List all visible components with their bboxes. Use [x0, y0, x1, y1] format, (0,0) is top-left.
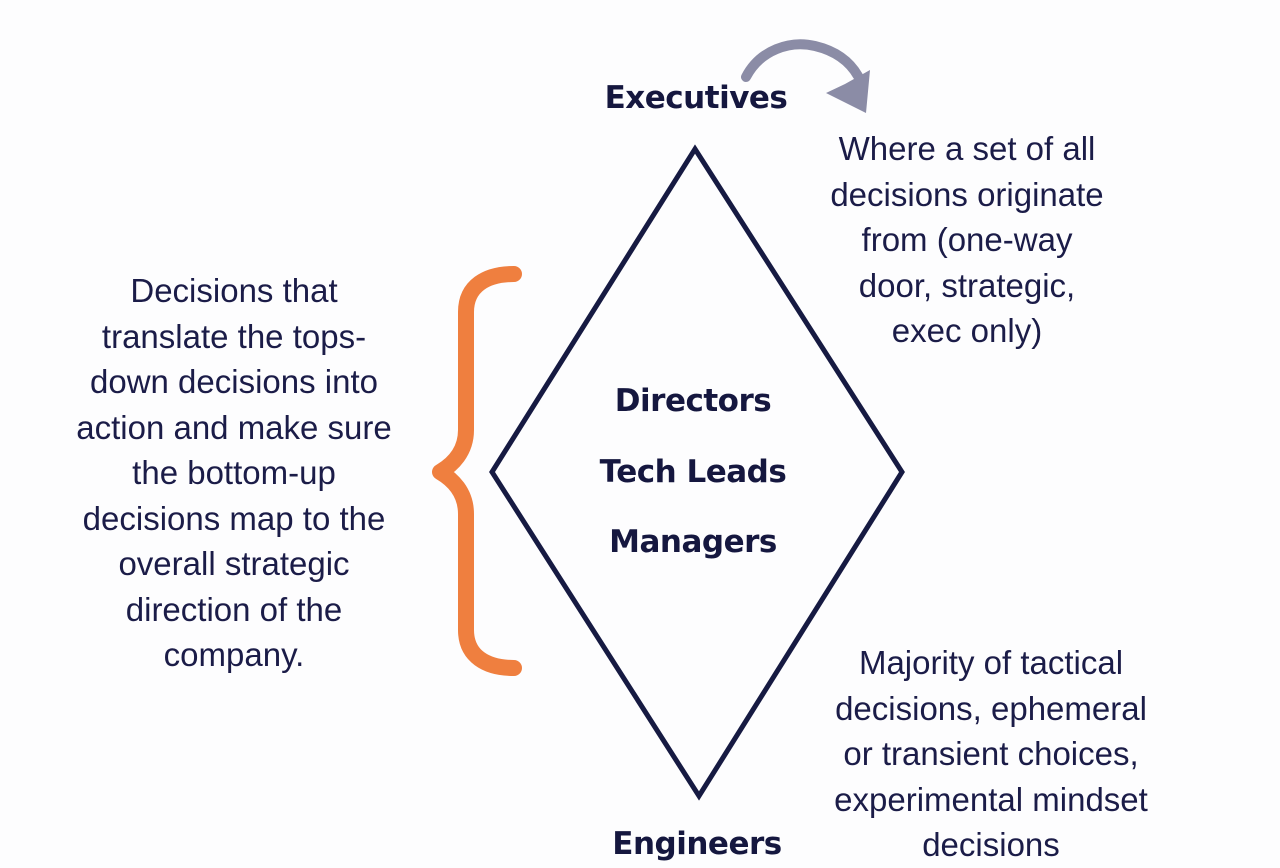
role-managers: Managers — [609, 524, 777, 560]
description-line: translate the tops- — [101, 317, 367, 355]
description-line: door, strategic, — [858, 266, 1076, 304]
description-line: action and make sure — [76, 408, 392, 446]
description-line: or transient choices, — [843, 735, 1139, 772]
description-line: from (one-way — [861, 221, 1073, 258]
description-line: decisions originate — [830, 175, 1104, 213]
curved-arrow-icon — [741, 39, 870, 113]
description-line: Majority of tactical — [858, 644, 1124, 681]
role-executives: Executives — [604, 80, 788, 116]
description-line: company. — [163, 636, 305, 673]
description-line: the bottom-up — [132, 454, 336, 491]
role-directors: Directors — [614, 383, 772, 419]
description-line: exec only) — [891, 312, 1043, 349]
role-tech-leads: Tech Leads — [599, 454, 787, 490]
engineers-description: Majority of tactical decisions, ephemera… — [834, 640, 1148, 868]
description-line: decisions — [922, 826, 1060, 863]
description-line: down decisions into — [89, 363, 379, 400]
description-line: Decisions that — [130, 272, 338, 309]
role-engineers: Engineers — [612, 826, 782, 862]
description-line: Where a set of all — [838, 130, 1096, 167]
diamond-shape — [489, 144, 905, 801]
executives-description: Where a set of all decisions originate f… — [830, 126, 1103, 354]
description-line: direction of the — [125, 590, 343, 628]
description-line: overall strategic — [118, 545, 350, 582]
description-line: experimental mindset — [834, 780, 1148, 818]
description-line: decisions, ephemeral — [835, 689, 1147, 727]
middle-management-description: Decisions that translate the tops- down … — [76, 268, 392, 678]
description-line: decisions map to the — [82, 499, 386, 537]
curly-brace-icon — [432, 266, 522, 676]
